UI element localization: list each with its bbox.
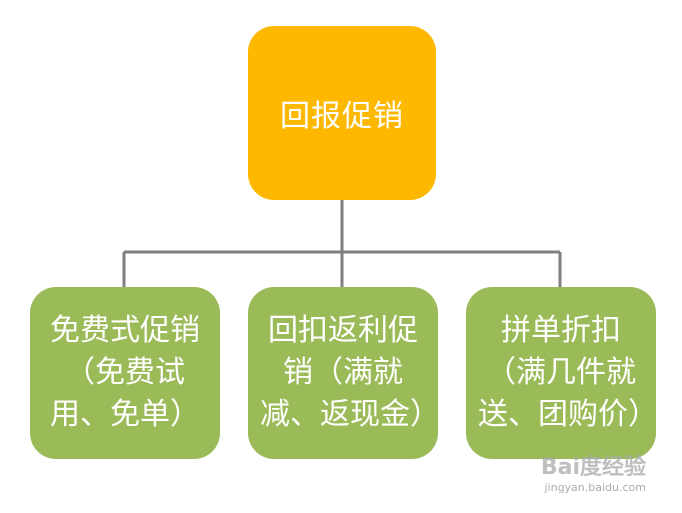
child-node-label: 免费式促销（免费试用、免单） [50,313,200,432]
watermark-url: jingyan.baidu.com [544,481,646,494]
child-node-rebate-promotion: 回扣返利促销（满就减、返现金） [248,287,440,459]
child-node-group-discount: 拼单折扣（满几件就送、团购价） [466,287,658,459]
root-node: 回报促销 [248,26,436,200]
child-node-label: 拼单折扣（满几件就送、团购价） [478,313,658,432]
baidu-jingyan-watermark: Bai度经验 jingyan.baidu.com [541,457,646,495]
child-node-label: 回扣返利促销（满就减、返现金） [260,313,440,432]
root-node-label: 回报促销 [280,99,404,134]
watermark-logo: Bai度经验 [540,455,646,480]
child-node-free-promotion: 免费式促销（免费试用、免单） [30,287,220,459]
